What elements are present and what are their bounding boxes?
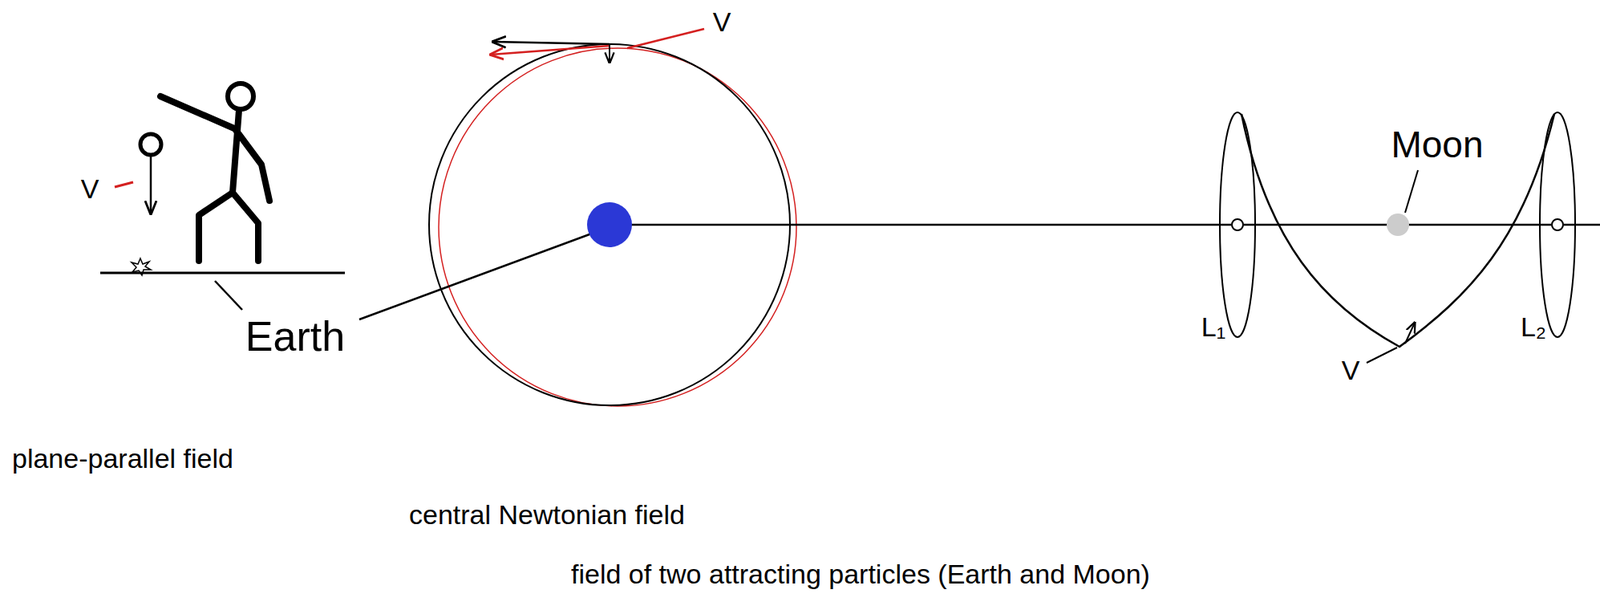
velocity-leader	[627, 28, 705, 49]
velocity-label: V	[81, 174, 100, 204]
lagrange-point	[1231, 218, 1244, 231]
stick-figure	[160, 83, 270, 261]
velocity-arrow	[493, 41, 610, 45]
velocity-arrow	[490, 45, 610, 55]
velocity-arrow	[1405, 322, 1415, 344]
ball	[140, 133, 162, 155]
body-label: Moon	[1390, 124, 1483, 166]
leader-line	[214, 280, 243, 310]
ground-line	[100, 271, 345, 275]
figure-body	[232, 109, 239, 193]
field-caption: field of two attracting particles (Earth…	[571, 558, 1151, 589]
velocity-label: V	[1341, 355, 1361, 385]
figure-leg	[232, 192, 259, 261]
force-arrow	[608, 44, 611, 63]
lagrange-point-label: L₁	[1201, 311, 1226, 342]
leader-line	[1405, 170, 1418, 213]
earth-moon-axis	[609, 223, 1600, 227]
leader-line	[359, 234, 590, 320]
impact-star	[131, 258, 151, 276]
field-caption: plane-parallel field	[12, 443, 234, 474]
lagrange-point	[1551, 218, 1564, 231]
figure-arm	[235, 129, 270, 201]
body-label: Earth	[245, 313, 345, 360]
velocity-leader	[114, 182, 134, 187]
figure-head	[227, 83, 254, 110]
lagrange-point-label: L₂	[1520, 311, 1547, 342]
earth-body	[587, 202, 632, 248]
field-caption: central Newtonian field	[409, 499, 685, 530]
velocity-arrow	[149, 156, 153, 214]
figure-leg	[198, 192, 233, 261]
velocity-leader	[1366, 347, 1398, 363]
figure-arm	[160, 96, 235, 129]
velocity-label: V	[712, 7, 732, 37]
transfer-trajectory	[1241, 113, 1555, 347]
moon-body	[1386, 213, 1410, 236]
